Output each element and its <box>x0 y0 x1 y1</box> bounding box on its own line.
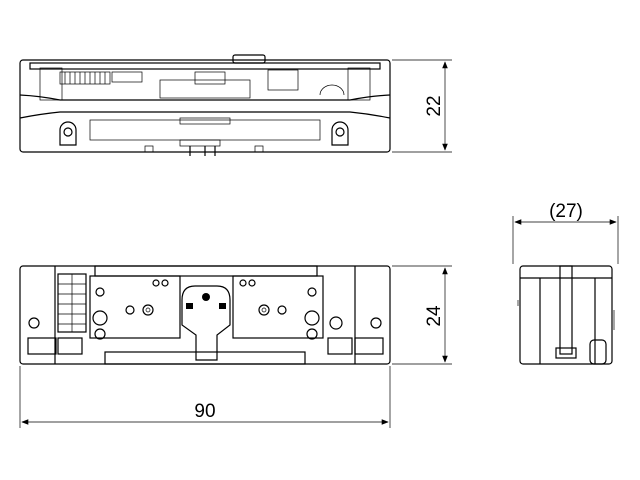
side-view <box>517 265 615 365</box>
dimension-24: 24 <box>392 265 452 365</box>
dimension-22: 22 <box>392 59 452 153</box>
dimension-27: (27) <box>512 201 619 264</box>
top-view <box>19 54 391 156</box>
front-view <box>19 265 391 365</box>
socket-connector <box>181 285 231 361</box>
dimension-label-90: 90 <box>194 401 215 422</box>
dimension-90: 90 <box>19 366 391 428</box>
connector-pins <box>59 69 299 91</box>
dimension-label-22: 22 <box>424 95 445 116</box>
dimension-label-24: 24 <box>424 305 445 327</box>
dimension-label-27: (27) <box>549 201 583 222</box>
